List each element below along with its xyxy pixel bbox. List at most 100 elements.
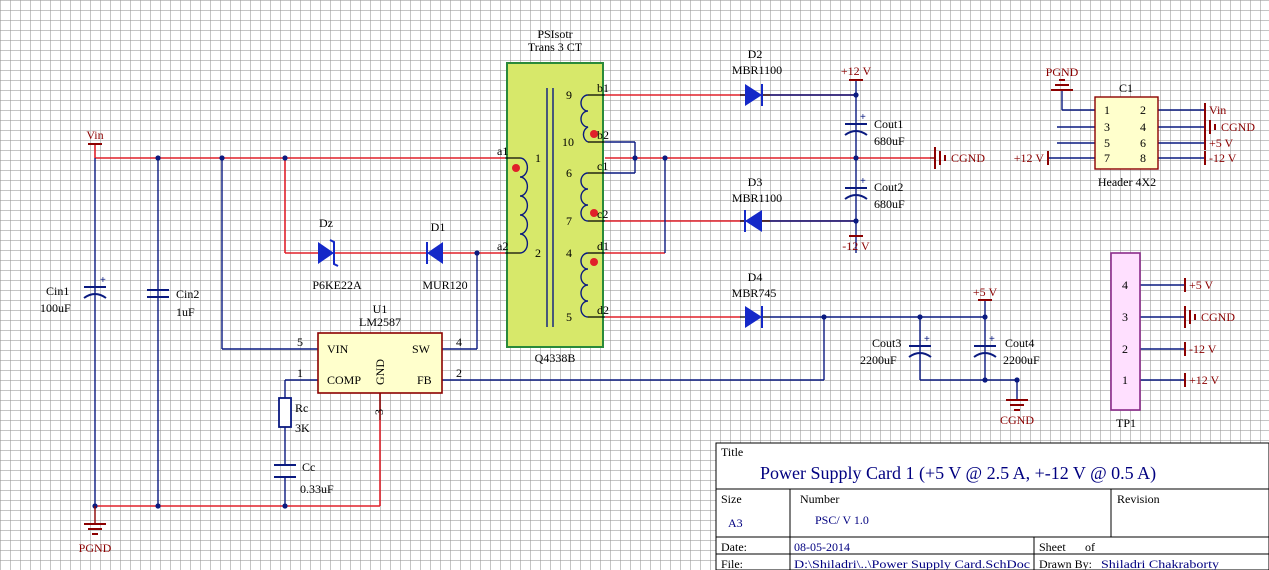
regulator-pin-number-2: 2 xyxy=(456,366,462,380)
file-label: File: xyxy=(721,557,743,570)
cout4-ref: Cout4 xyxy=(1005,336,1034,350)
diode-d4[interactable] xyxy=(740,306,770,328)
diode-d4-part: MBR745 xyxy=(732,286,777,300)
testpoint-net-p5: +5 V xyxy=(1189,278,1214,292)
diode-d1-ref: D1 xyxy=(431,220,446,234)
diode-d1[interactable] xyxy=(426,242,443,264)
capacitor-cout2[interactable]: + xyxy=(844,176,868,200)
capacitor-cin2[interactable] xyxy=(147,289,169,298)
pin-number-6: 6 xyxy=(566,166,572,180)
cin1-ref: Cin1 xyxy=(46,284,69,298)
header-pin-3: 3 xyxy=(1104,120,1110,134)
pin-number-5: 5 xyxy=(566,310,572,324)
header-p12-label: +12 V xyxy=(1014,151,1045,165)
cgnd-net-label: CGND xyxy=(951,151,985,165)
svg-text:+: + xyxy=(860,112,866,123)
svg-text:+: + xyxy=(860,176,866,187)
title-block xyxy=(715,442,1269,570)
polarity-dot xyxy=(590,258,598,266)
pgnd-symbol xyxy=(84,506,106,535)
header-part: Header 4X2 xyxy=(1098,175,1156,189)
header-pin-8: 8 xyxy=(1140,151,1146,165)
svg-text:+: + xyxy=(989,334,995,345)
resistor-rc[interactable] xyxy=(278,397,292,428)
transformer[interactable] xyxy=(505,62,605,348)
number-value: PSC/ V 1.0 xyxy=(815,513,869,527)
regulator-pin-number-1: 1 xyxy=(297,366,303,380)
header-pin-6: 6 xyxy=(1140,136,1146,150)
cout1-ref: Cout1 xyxy=(874,117,903,131)
diode-d3-part: MBR1100 xyxy=(732,191,782,205)
header-pin-5: 5 xyxy=(1104,136,1110,150)
regulator-ref: U1 xyxy=(373,302,388,316)
diode-d2-part: MBR1100 xyxy=(732,63,782,77)
sheet-label: Sheet xyxy=(1039,540,1066,554)
testpoint-pin-3: 3 xyxy=(1122,310,1128,324)
pin-d1: d1 xyxy=(597,239,609,253)
transformer-type: Trans 3 CT xyxy=(528,40,583,54)
diode-d3[interactable] xyxy=(740,210,770,232)
cin2-ref: Cin2 xyxy=(176,287,199,301)
drawn-label: Drawn By: xyxy=(1039,557,1092,570)
pin-a2: a2 xyxy=(497,239,508,253)
pin-number-7: 7 xyxy=(566,214,572,228)
header-pgnd-symbol xyxy=(1051,79,1073,91)
m12-net-label: -12 V xyxy=(842,239,870,253)
header-ref: C1 xyxy=(1119,81,1133,95)
header-net-cgnd: CGND xyxy=(1221,120,1255,134)
cin1-value: 100uF xyxy=(40,301,71,315)
date-label: Date: xyxy=(721,540,747,554)
header-c1[interactable] xyxy=(1094,96,1159,170)
regulator-pin-gnd: GND xyxy=(373,359,387,385)
capacitor-cout4[interactable]: + xyxy=(973,334,997,358)
polarity-dot xyxy=(512,164,520,172)
cout1-value: 680uF xyxy=(874,134,905,148)
cc-ref: Cc xyxy=(302,460,315,474)
title-label: Title xyxy=(721,445,743,459)
capacitor-cin1[interactable]: + xyxy=(83,275,107,299)
cout3-value: 2200uF xyxy=(860,353,897,367)
of-label: of xyxy=(1085,540,1095,554)
testpoint-tp1[interactable] xyxy=(1110,252,1141,411)
cout2-ref: Cout2 xyxy=(874,180,903,194)
cc-value: 0.33uF xyxy=(300,482,334,496)
cgnd-symbol-main xyxy=(930,147,946,169)
testpoint-ref: TP1 xyxy=(1116,416,1136,430)
capacitor-cout3[interactable]: + xyxy=(908,334,932,358)
header-net-m12: -12 V xyxy=(1209,151,1237,165)
diode-d3-ref: D3 xyxy=(748,175,763,189)
regulator-pin-number-4: 4 xyxy=(456,335,462,349)
testpoint-pin-2: 2 xyxy=(1122,342,1128,356)
cout3-ref: Cout3 xyxy=(872,336,901,350)
rc-value: 3K xyxy=(295,421,310,435)
pin-number-1: 1 xyxy=(535,151,541,165)
testpoint-pin-1: 1 xyxy=(1122,373,1128,387)
p12-net-label: +12 V xyxy=(841,64,872,78)
capacitor-cout1[interactable]: + xyxy=(844,112,868,136)
capacitor-cc[interactable] xyxy=(274,464,296,478)
regulator-pin-comp: COMP xyxy=(327,373,361,387)
diode-d2[interactable] xyxy=(740,84,770,106)
testpoint-net-p12: +12 V xyxy=(1189,373,1220,387)
revision-label: Revision xyxy=(1117,492,1160,506)
pin-c1: c1 xyxy=(597,159,608,173)
zener-dz[interactable] xyxy=(318,239,339,267)
regulator-u1[interactable] xyxy=(317,332,443,420)
cgnd-bottom-label: CGND xyxy=(1000,413,1034,427)
size-label: Size xyxy=(721,492,742,506)
header-pin-4: 4 xyxy=(1140,120,1146,134)
cin2-value: 1uF xyxy=(176,305,195,319)
pin-d2: d2 xyxy=(597,303,609,317)
wire-group-blue xyxy=(94,80,1205,506)
date-value: 08-05-2014 xyxy=(794,540,850,554)
size-value: A3 xyxy=(728,516,743,530)
regulator-pin-sw: SW xyxy=(412,342,431,356)
pin-a1: a1 xyxy=(497,144,508,158)
zener-ref: Dz xyxy=(319,216,333,230)
rc-ref: Rc xyxy=(295,401,308,415)
pin-number-2: 2 xyxy=(535,246,541,260)
polarity-dot xyxy=(590,130,598,138)
transformer-part: Q4338B xyxy=(535,351,576,365)
diode-d1-part: MUR120 xyxy=(422,278,467,292)
